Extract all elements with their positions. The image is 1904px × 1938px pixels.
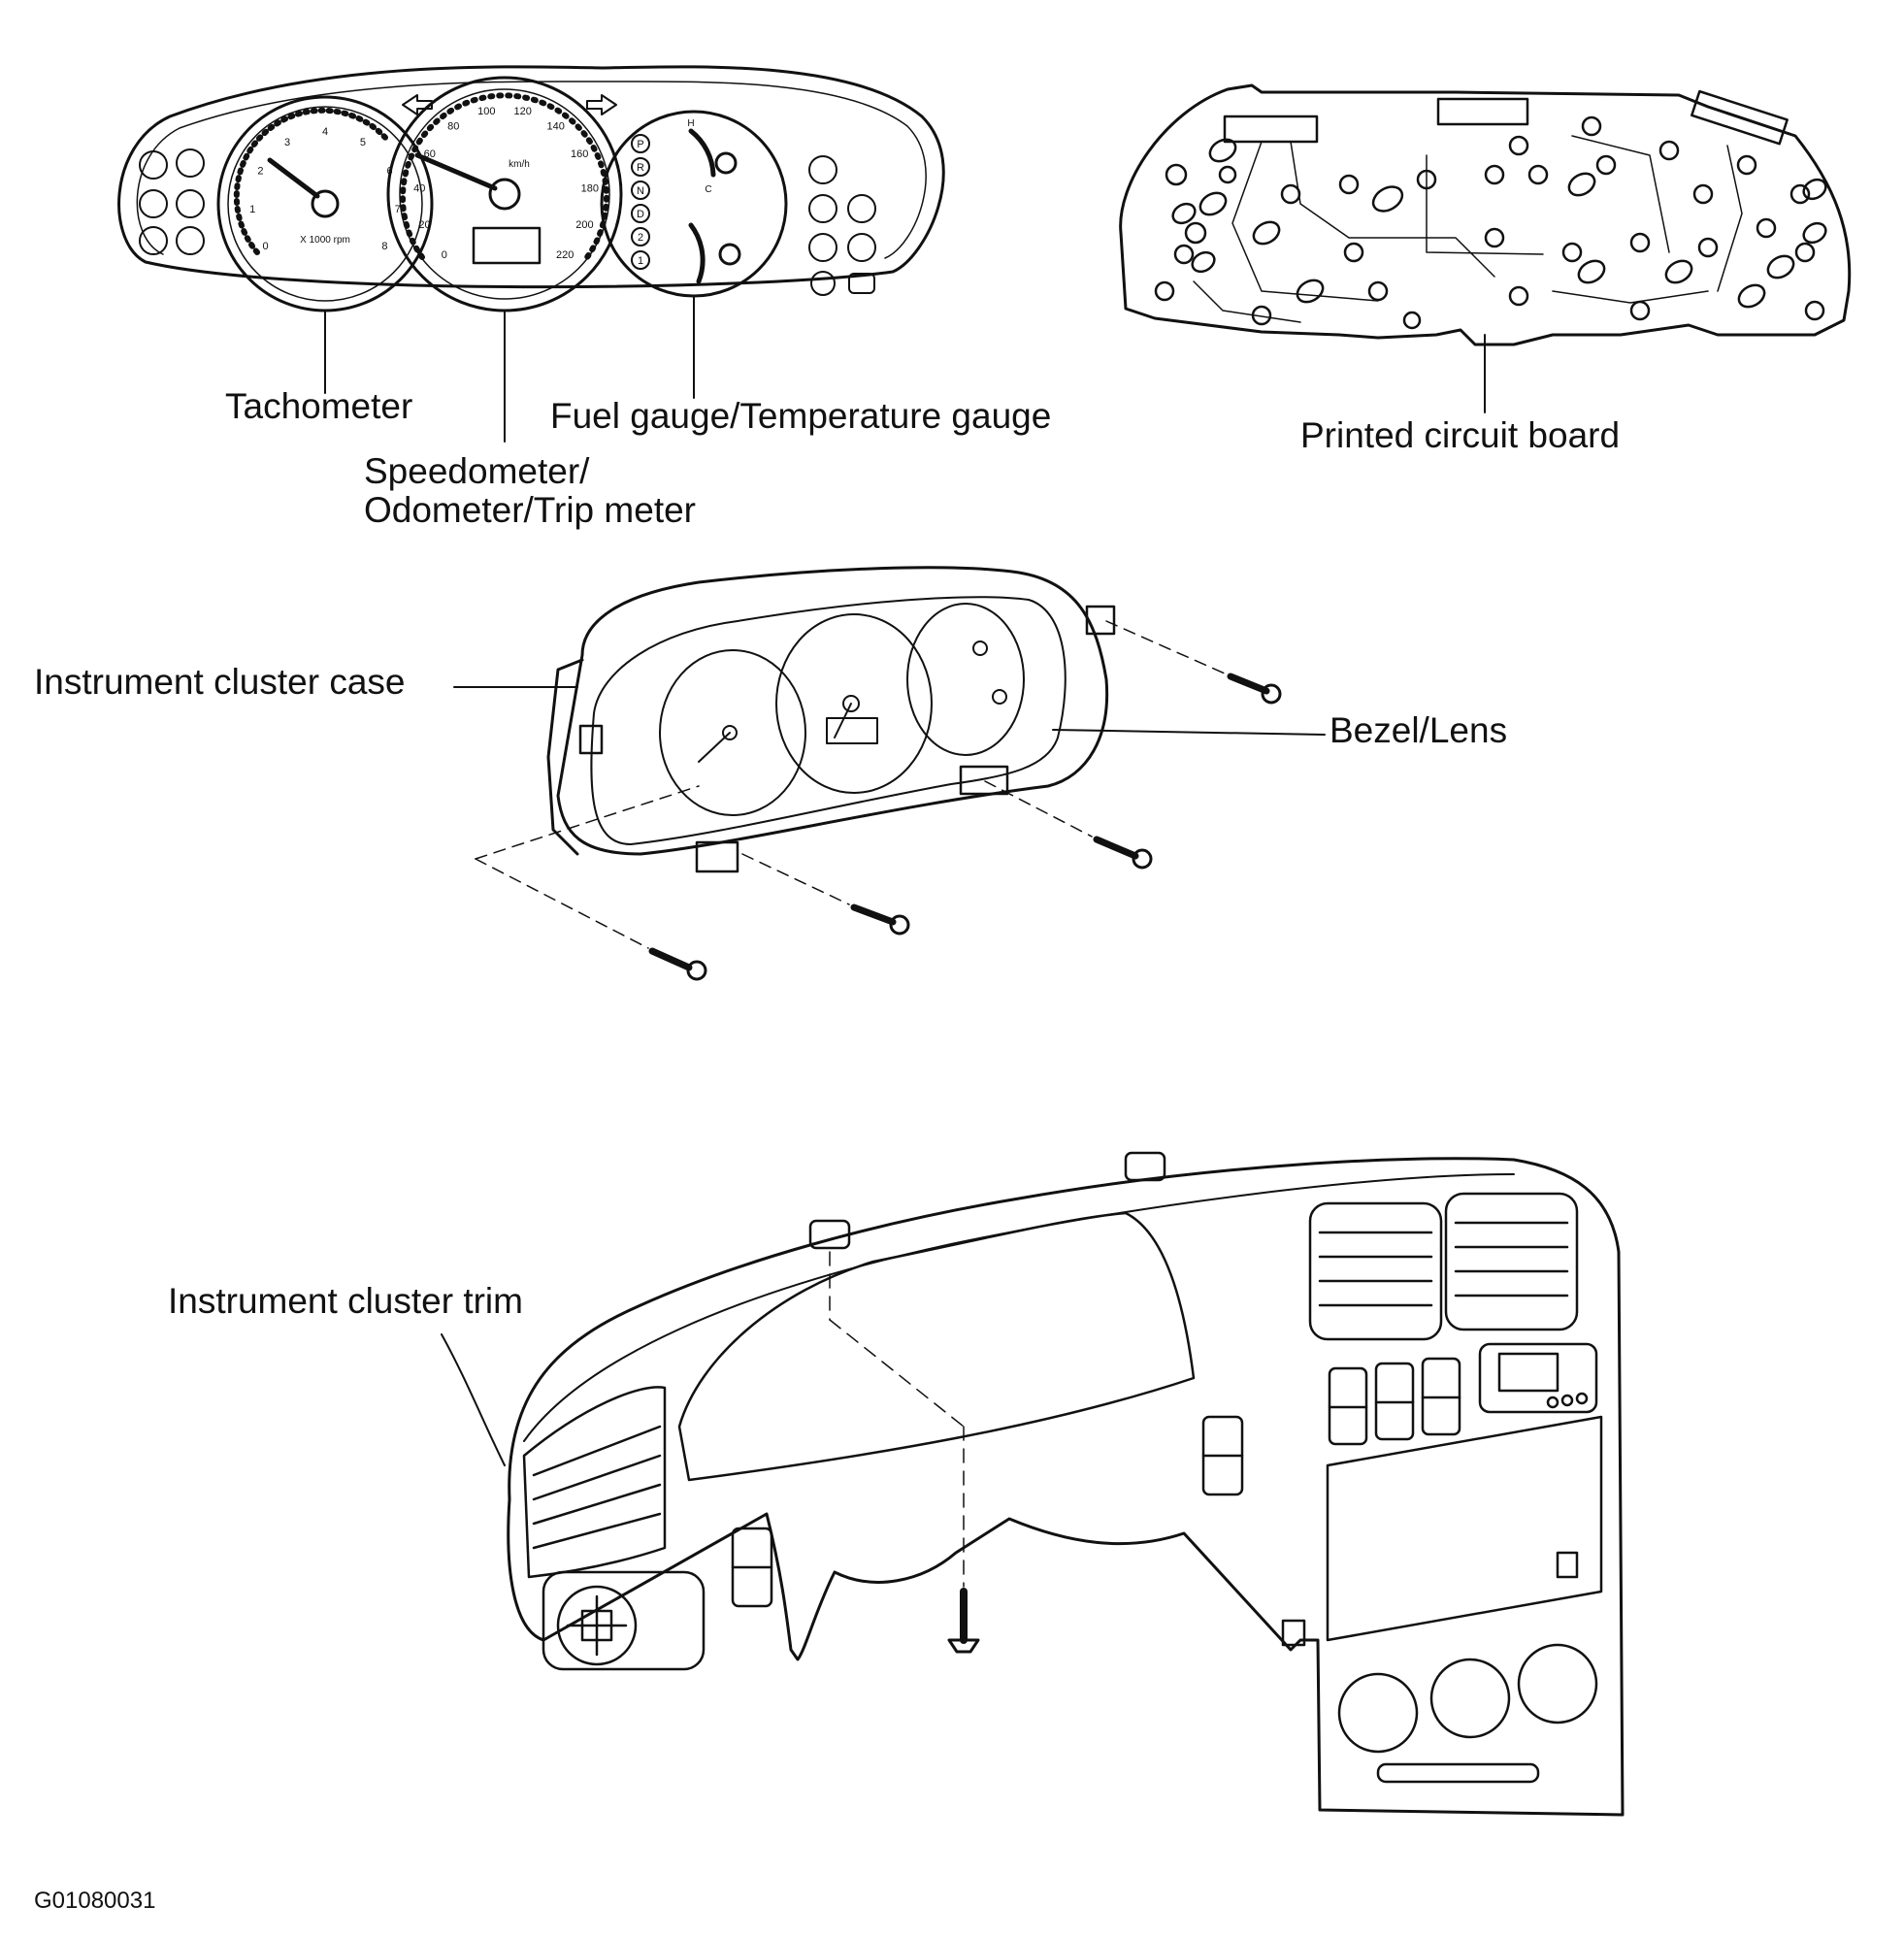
screw-icon xyxy=(648,947,707,981)
tach-tick-label: 6 xyxy=(386,165,392,177)
cluster-case-outline xyxy=(556,566,1109,856)
cluster-front xyxy=(117,65,945,443)
figure-id: G01080031 xyxy=(34,1888,156,1914)
screw-icon xyxy=(947,1588,980,1654)
speed-unit-label: km/h xyxy=(509,159,530,170)
gear-position-label: D xyxy=(637,209,644,220)
left-warning-lamps xyxy=(139,148,205,255)
tach-tick-label: 8 xyxy=(381,241,387,252)
bezel-lens-outline xyxy=(590,596,1067,845)
pcb-drawing xyxy=(1119,83,1852,413)
trim-drawing xyxy=(441,1151,1625,1817)
case-left-edge xyxy=(546,658,584,856)
speed-tick-label: 120 xyxy=(514,106,532,117)
turn-right-arrow-icon xyxy=(586,94,617,115)
screw-icon xyxy=(850,903,910,936)
fuel-temp-label: Fuel gauge/Temperature gauge xyxy=(550,396,1052,436)
pcb-outline xyxy=(1119,83,1852,346)
speedometer-label-line1: Speedometer/ xyxy=(364,451,590,491)
mount-tabs xyxy=(578,605,1116,873)
speed-tick-label: 220 xyxy=(556,249,574,261)
cluster-front-housing-inner xyxy=(136,81,927,259)
gear-position-label: 2 xyxy=(638,232,643,244)
cluster-exploded xyxy=(453,566,1326,981)
temp-hot-label: H xyxy=(687,118,694,129)
cluster-opening xyxy=(677,1211,1196,1482)
gear-indicator xyxy=(631,134,650,270)
pcb-traces xyxy=(1193,135,1743,323)
gear-position-label: N xyxy=(637,185,644,197)
bezel-lens-label: Bezel/Lens xyxy=(1330,710,1508,750)
tach-tick-label: 0 xyxy=(263,241,269,252)
pcb-connector-right xyxy=(1691,89,1789,146)
gear-position-label: 1 xyxy=(638,255,643,267)
tach-tick-label: 3 xyxy=(284,137,290,148)
tach-tick-label: 5 xyxy=(360,137,366,148)
screw-icon xyxy=(1227,673,1282,705)
speed-tick-label: 200 xyxy=(575,219,593,231)
speed-tick-label: 80 xyxy=(447,121,459,133)
speed-tick-label: 20 xyxy=(418,219,430,231)
clock-display xyxy=(1478,1342,1598,1414)
radio-opening xyxy=(1326,1415,1603,1642)
turn-left-arrow-icon xyxy=(402,94,433,115)
center-switches xyxy=(1328,1357,1461,1446)
left-switch-pod xyxy=(731,1527,773,1608)
tachometer-label: Tachometer xyxy=(225,386,413,426)
bezel-leader xyxy=(1052,729,1326,736)
screw-icon-group xyxy=(648,673,1282,981)
gear-position-label: R xyxy=(637,162,644,174)
temp-cold-label: C xyxy=(705,184,711,195)
trim-screw xyxy=(947,1588,980,1654)
speed-tick-label: 100 xyxy=(477,106,495,117)
pcb-mount-holes xyxy=(1154,115,1825,330)
screw-icon xyxy=(1093,836,1153,870)
odometer-display xyxy=(472,226,542,265)
speed-tick-label: 60 xyxy=(424,148,436,160)
fuel-temp-dial xyxy=(600,110,788,298)
cluster-front-housing xyxy=(117,65,945,289)
tach-unit-label: X 1000 rpm xyxy=(300,235,350,246)
headlight-switch xyxy=(542,1570,706,1671)
trim-leader xyxy=(441,1333,506,1466)
trim-outline xyxy=(507,1157,1625,1817)
speed-tick-label: 0 xyxy=(442,249,447,261)
speedometer-dial xyxy=(386,76,623,312)
right-warning-lamps xyxy=(808,155,876,296)
trim-screw-alignment xyxy=(829,1251,965,1588)
speed-tick-label: 140 xyxy=(547,121,565,133)
pcb-label: Printed circuit board xyxy=(1300,415,1621,455)
tach-tick-label: 4 xyxy=(322,126,328,138)
trim-mount-bosses xyxy=(808,1151,1579,1647)
tach-tick-label: 2 xyxy=(257,165,263,177)
gauge-text-layer: 0 1 2 3 4 5 6 7 8 X 1000 rpm 0 20 40 60 80 100 120 140 160… xyxy=(249,106,712,267)
speed-tick-label: 180 xyxy=(581,183,599,195)
cluster-trim-label: Instrument cluster trim xyxy=(168,1281,523,1321)
cluster-exploded-dials xyxy=(659,603,1025,816)
speedometer-label-line2: Odometer/Trip meter xyxy=(364,490,696,530)
gear-position-label: P xyxy=(637,139,643,150)
pcb-bulb-sockets xyxy=(1171,138,1827,309)
screw-alignment-lines xyxy=(475,620,1226,949)
pcb-connector-left xyxy=(1223,115,1319,144)
pcb-connector-center xyxy=(1436,97,1529,126)
tach-tick-label: 7 xyxy=(395,204,401,215)
cluster-case-label: Instrument cluster case xyxy=(34,662,406,702)
speed-tick-label: 40 xyxy=(413,183,425,195)
center-air-vent xyxy=(1308,1192,1579,1341)
tach-tick-label: 1 xyxy=(249,204,255,215)
speed-tick-label: 160 xyxy=(571,148,588,160)
climate-control-openings xyxy=(1337,1643,1598,1784)
center-switch-pod xyxy=(1201,1415,1244,1496)
